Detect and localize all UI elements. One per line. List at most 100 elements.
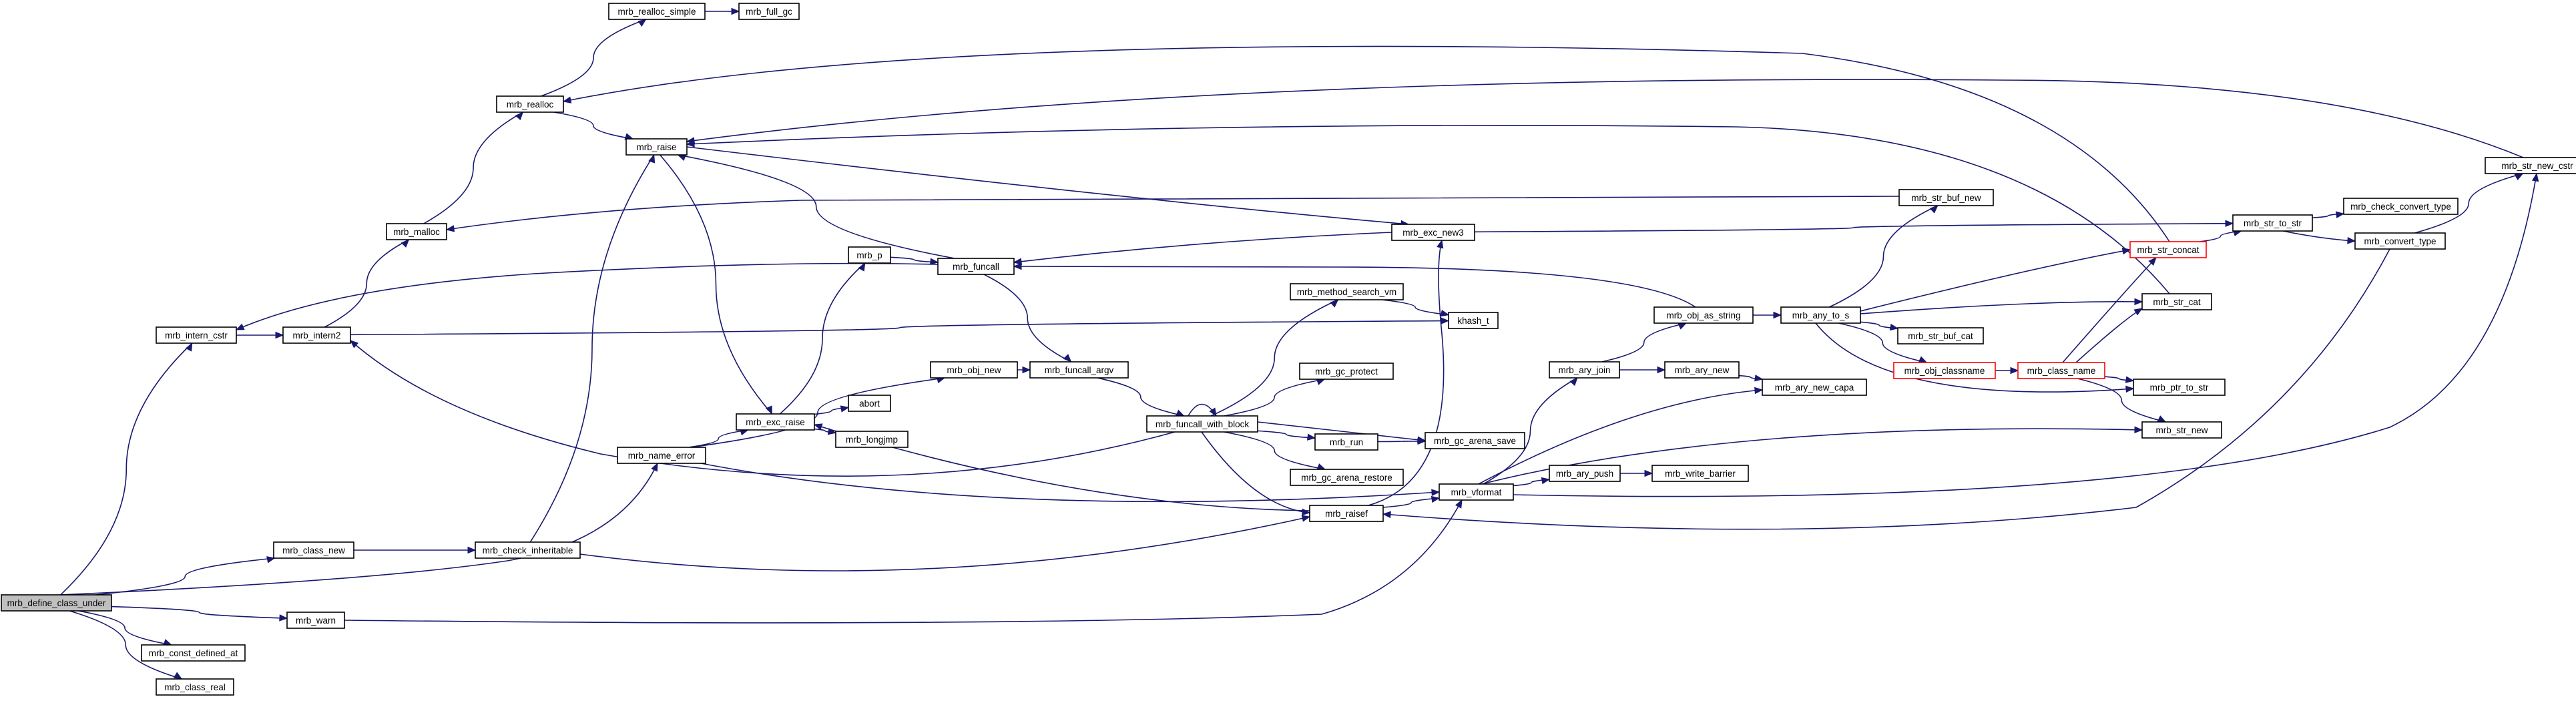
- node-box[interactable]: [848, 246, 891, 264]
- node-p[interactable]: mrb_p: [848, 246, 891, 264]
- node-vformat[interactable]: mrb_vformat: [1439, 483, 1514, 501]
- node-class-name[interactable]: mrb_class_name: [2017, 362, 2105, 379]
- node-ptr-to-str[interactable]: mrb_ptr_to_str: [2133, 379, 2226, 396]
- node-box[interactable]: [156, 326, 237, 344]
- node-box[interactable]: [1762, 379, 1867, 396]
- node-str-concat[interactable]: mrb_str_concat: [2129, 241, 2207, 258]
- node-box[interactable]: [937, 258, 1015, 275]
- node-box[interactable]: [1780, 306, 1861, 324]
- node-class-new[interactable]: mrb_class_new: [273, 541, 354, 559]
- node-gc-arena-save[interactable]: mrb_gc_arena_save: [1425, 432, 1525, 449]
- node-box[interactable]: [386, 223, 447, 240]
- node-malloc[interactable]: mrb_malloc: [386, 223, 447, 240]
- node-exc-raise[interactable]: mrb_exc_raise: [736, 413, 815, 431]
- node-obj-as-string[interactable]: mrb_obj_as_string: [1653, 306, 1754, 324]
- node-realloc[interactable]: mrb_realloc: [496, 95, 564, 113]
- node-box[interactable]: [738, 3, 800, 20]
- node-box[interactable]: [1898, 189, 1994, 206]
- node-intern-cstr[interactable]: mrb_intern_cstr: [156, 326, 237, 344]
- node-box[interactable]: [1290, 469, 1404, 486]
- node-box[interactable]: [286, 612, 345, 629]
- node-realloc-simple[interactable]: mrb_realloc_simple: [608, 3, 706, 20]
- node-obj-classname[interactable]: mrb_obj_classname: [1893, 362, 1996, 379]
- node-class-real[interactable]: mrb_class_real: [156, 678, 234, 696]
- node-write-barrier[interactable]: mrb_write_barrier: [1651, 465, 1749, 482]
- node-box[interactable]: [1309, 505, 1384, 522]
- node-intern2[interactable]: mrb_intern2: [282, 326, 351, 344]
- node-check-inheritable[interactable]: mrb_check_inheritable: [475, 541, 581, 559]
- node-box[interactable]: [1664, 361, 1740, 379]
- node-box[interactable]: [1299, 363, 1394, 380]
- node-box[interactable]: [2133, 379, 2226, 396]
- node-box[interactable]: [736, 413, 815, 431]
- node-box[interactable]: [2017, 362, 2105, 379]
- node-raisef[interactable]: mrb_raisef: [1309, 505, 1384, 522]
- node-box[interactable]: [1653, 306, 1754, 324]
- node-abort[interactable]: abort: [848, 395, 891, 412]
- node-box[interactable]: [1448, 312, 1499, 329]
- node-exc-new3[interactable]: mrb_exc_new3: [1391, 224, 1475, 241]
- node-method-search-vm[interactable]: mrb_method_search_vm: [1290, 283, 1404, 300]
- node-box[interactable]: [1549, 361, 1620, 379]
- node-box[interactable]: [1290, 283, 1404, 300]
- node-funcall-argv[interactable]: mrb_funcall_argv: [1029, 361, 1129, 379]
- node-box[interactable]: [1439, 483, 1514, 501]
- node-box[interactable]: [2141, 421, 2222, 439]
- node-box[interactable]: [475, 541, 581, 559]
- node-obj-new[interactable]: mrb_obj_new: [930, 361, 1018, 379]
- node-box[interactable]: [156, 678, 234, 696]
- node-box[interactable]: [2343, 198, 2459, 215]
- node-str-new[interactable]: mrb_str_new: [2141, 421, 2222, 439]
- node-box[interactable]: [2129, 241, 2207, 258]
- node-define-class-under[interactable]: mrb_define_class_under: [1, 594, 112, 612]
- node-box[interactable]: [273, 541, 354, 559]
- node-ary-new-capa[interactable]: mrb_ary_new_capa: [1762, 379, 1867, 396]
- node-str-cat[interactable]: mrb_str_cat: [2141, 293, 2212, 310]
- node-check-convert-type[interactable]: mrb_check_convert_type: [2343, 198, 2459, 215]
- node-str-new-cstr[interactable]: mrb_str_new_cstr: [2485, 157, 2576, 174]
- node-box[interactable]: [1314, 433, 1378, 451]
- node-warn[interactable]: mrb_warn: [286, 612, 345, 629]
- node-box[interactable]: [625, 138, 688, 156]
- node-name-error[interactable]: mrb_name_error: [617, 447, 706, 464]
- node-gc-arena-restore[interactable]: mrb_gc_arena_restore: [1290, 469, 1404, 486]
- node-box[interactable]: [608, 3, 706, 20]
- node-str-to-str[interactable]: mrb_str_to_str: [2232, 214, 2313, 232]
- node-box[interactable]: [835, 431, 909, 448]
- node-box[interactable]: [1146, 415, 1258, 433]
- node-box[interactable]: [496, 95, 564, 113]
- node-box[interactable]: [141, 644, 246, 662]
- node-any-to-s[interactable]: mrb_any_to_s: [1780, 306, 1861, 324]
- node-raise[interactable]: mrb_raise: [625, 138, 688, 156]
- node-box[interactable]: [617, 447, 706, 464]
- node-box[interactable]: [2485, 157, 2576, 174]
- node-box[interactable]: [2232, 214, 2313, 232]
- node-box[interactable]: [2141, 293, 2212, 310]
- node-box[interactable]: [1897, 327, 1984, 344]
- node-run[interactable]: mrb_run: [1314, 433, 1378, 451]
- node-box[interactable]: [848, 395, 891, 412]
- node-ary-push[interactable]: mrb_ary_push: [1549, 465, 1621, 482]
- node-box[interactable]: [1893, 362, 1996, 379]
- node-const-defined-at[interactable]: mrb_const_defined_at: [141, 644, 246, 662]
- node-funcall-with-block[interactable]: mrb_funcall_with_block: [1146, 415, 1258, 433]
- node-khash-t[interactable]: khash_t: [1448, 312, 1499, 329]
- node-ary-join[interactable]: mrb_ary_join: [1549, 361, 1620, 379]
- node-funcall[interactable]: mrb_funcall: [937, 258, 1015, 275]
- node-box[interactable]: [1425, 432, 1525, 449]
- node-box[interactable]: [1, 594, 112, 612]
- node-box[interactable]: [2354, 232, 2446, 250]
- node-ary-new[interactable]: mrb_ary_new: [1664, 361, 1740, 379]
- node-str-buf-cat[interactable]: mrb_str_buf_cat: [1897, 327, 1984, 344]
- node-longjmp[interactable]: mrb_longjmp: [835, 431, 909, 448]
- node-box[interactable]: [1651, 465, 1749, 482]
- node-box[interactable]: [1549, 465, 1621, 482]
- node-box[interactable]: [282, 326, 351, 344]
- node-box[interactable]: [1391, 224, 1475, 241]
- node-box[interactable]: [930, 361, 1018, 379]
- node-full-gc[interactable]: mrb_full_gc: [738, 3, 800, 20]
- node-box[interactable]: [1029, 361, 1129, 379]
- node-gc-protect[interactable]: mrb_gc_protect: [1299, 363, 1394, 380]
- node-str-buf-new[interactable]: mrb_str_buf_new: [1898, 189, 1994, 206]
- node-convert-type[interactable]: mrb_convert_type: [2354, 232, 2446, 250]
